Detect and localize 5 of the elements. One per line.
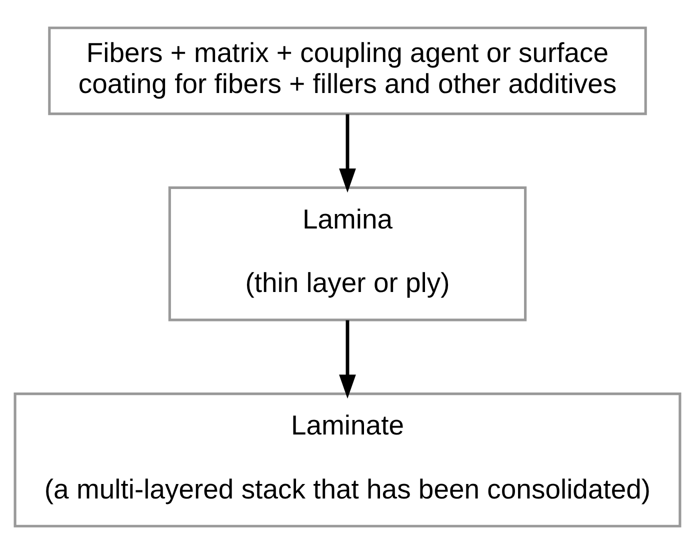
- arrow: [339, 114, 356, 193]
- node-box: Laminate (a multi-layered stack that has been consolidated): [14, 392, 682, 528]
- node-box: Lamina (thin layer or ply): [168, 186, 527, 322]
- node-box: Fibers + matrix + coupling agent or surface coating for fibers + fillers and other additives: [48, 26, 647, 116]
- arrow: [339, 320, 356, 399]
